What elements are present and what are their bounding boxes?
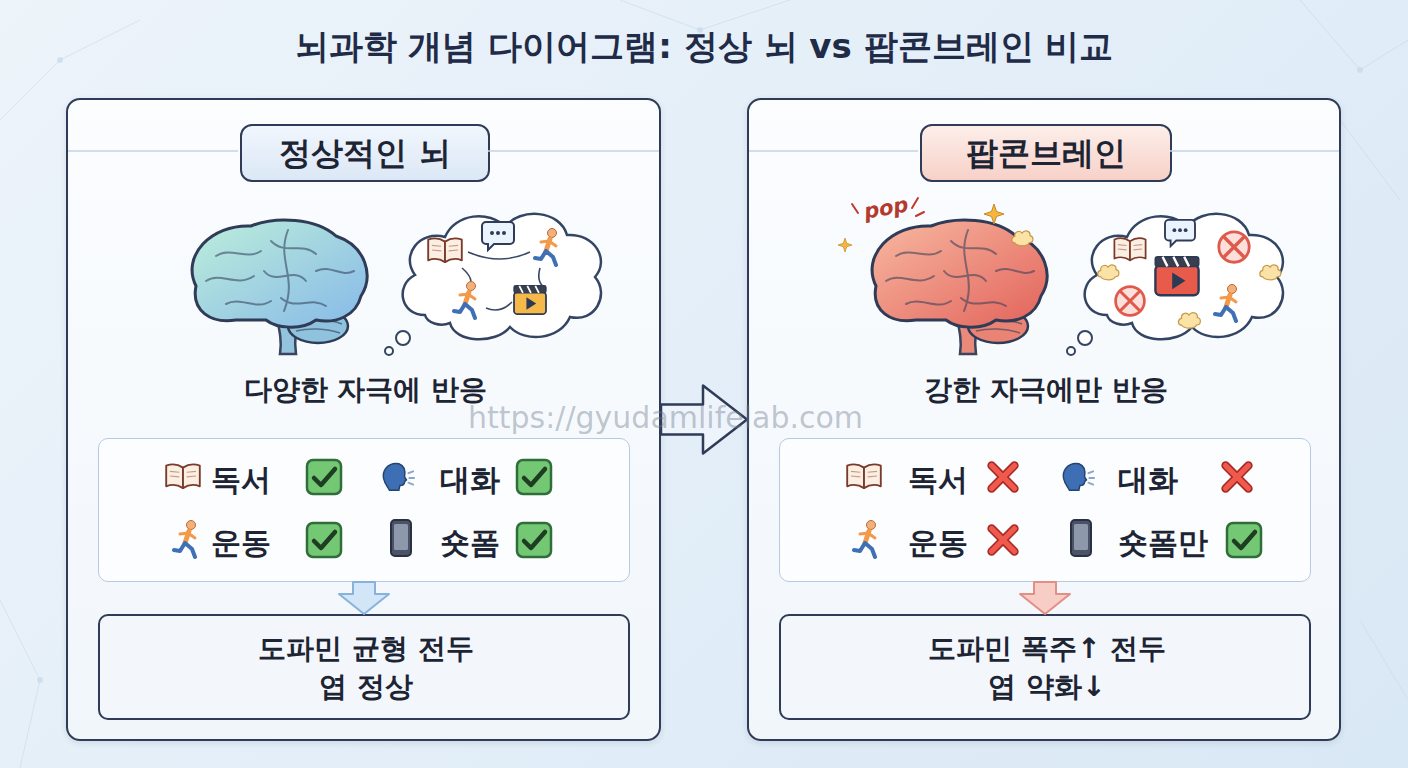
normal-checklist-icons bbox=[166, 460, 551, 557]
cross-icon bbox=[992, 466, 1015, 489]
runner-icon bbox=[1215, 285, 1237, 322]
activity-label: 운동 bbox=[908, 524, 968, 562]
blocked-icon bbox=[1219, 232, 1249, 262]
chat-icon bbox=[1165, 220, 1195, 246]
burst-line bbox=[916, 212, 924, 216]
thought-cloud bbox=[1067, 214, 1283, 355]
brain-panel: 정상적인 뇌다양한 자극에 반응독서 대화운동 숏폼도파민 균형 전두엽 정상 bbox=[66, 98, 661, 741]
network-line bbox=[1360, 620, 1408, 700]
network-line bbox=[1340, 120, 1400, 200]
activity-label: 대화 bbox=[1118, 461, 1178, 499]
result-box: 도파민 폭주↑ 전두엽 약화↓ bbox=[779, 614, 1311, 720]
diagram-title: 뇌과학 개념 다이어그램: 정상 뇌 vs 팝콘브레인 비교 bbox=[0, 24, 1408, 68]
link-curve bbox=[539, 268, 545, 288]
popcorn-brain-illustration bbox=[838, 198, 1283, 355]
burst-line bbox=[852, 204, 858, 213]
popcorn-checklist-icons bbox=[847, 463, 1261, 557]
flow-arrow bbox=[1020, 582, 1070, 614]
activity-label: 독서 bbox=[908, 461, 968, 499]
network-line bbox=[0, 600, 40, 768]
sparkle-icon bbox=[838, 238, 852, 252]
panel-heading: 정상적인 뇌 bbox=[240, 124, 490, 182]
popcorn-icon bbox=[1260, 265, 1281, 280]
cross-icon bbox=[992, 529, 1015, 552]
check-icon bbox=[517, 523, 551, 557]
book-icon bbox=[847, 465, 881, 489]
activity-label: 숏폼 bbox=[440, 524, 500, 562]
activity-label: 대화 bbox=[440, 461, 500, 499]
check-icon bbox=[517, 460, 551, 494]
activity-checklist: 독서 대화운동 숏폼만 bbox=[779, 438, 1311, 582]
check-icon bbox=[307, 523, 341, 557]
stimulus-links bbox=[462, 252, 545, 310]
panel-caption: 다양한 자극에 반응 bbox=[68, 372, 663, 407]
result-box: 도파민 균형 전두엽 정상 bbox=[98, 614, 630, 720]
cross-icon bbox=[1226, 466, 1249, 489]
check-icon bbox=[1227, 523, 1261, 557]
speaking-head-icon bbox=[383, 463, 414, 490]
burst-line bbox=[912, 198, 918, 208]
header-divider bbox=[68, 150, 1339, 152]
activity-label: 숏폼만 bbox=[1118, 524, 1208, 562]
video-icon bbox=[514, 286, 546, 314]
flow-arrow bbox=[339, 582, 389, 614]
link-curve bbox=[468, 252, 530, 259]
result-text: 도파민 폭주↑ 전두엽 약화↓ bbox=[927, 630, 1167, 706]
sparkle-icon bbox=[984, 204, 1004, 224]
activity-label: 독서 bbox=[211, 461, 271, 499]
network-dot bbox=[37, 677, 43, 683]
speaking-head-icon bbox=[1063, 463, 1094, 490]
network-line bbox=[620, 0, 790, 30]
book-icon bbox=[1114, 238, 1145, 260]
network-dot bbox=[697, 27, 703, 33]
divider-line bbox=[68, 150, 238, 152]
divider-line bbox=[488, 150, 659, 152]
network-dot bbox=[57, 57, 63, 63]
check-icon bbox=[307, 460, 341, 494]
runner-icon bbox=[454, 282, 476, 319]
network-dot bbox=[1357, 67, 1363, 73]
book-icon bbox=[428, 239, 462, 263]
thought-cloud bbox=[385, 214, 601, 355]
network-line bbox=[1300, 0, 1408, 70]
runner-icon bbox=[854, 521, 876, 558]
link-curve bbox=[462, 268, 471, 288]
video-icon bbox=[1155, 257, 1198, 295]
popcorn-brain bbox=[872, 220, 1047, 354]
chat-icon bbox=[482, 222, 514, 250]
phone-icon bbox=[1071, 520, 1091, 556]
transition-arrow bbox=[661, 386, 747, 454]
runner-icon bbox=[174, 521, 196, 558]
pop-burst bbox=[852, 198, 924, 216]
popcorn-icon bbox=[1098, 265, 1119, 280]
divider-line bbox=[1170, 150, 1339, 152]
blocked-icon bbox=[1116, 287, 1145, 316]
runner-icon bbox=[535, 229, 557, 266]
book-icon bbox=[166, 465, 200, 489]
link-curve bbox=[486, 302, 512, 310]
activity-label: 운동 bbox=[211, 524, 271, 562]
phone-icon bbox=[391, 520, 411, 556]
activity-checklist: 독서 대화운동 숏폼 bbox=[98, 438, 630, 582]
panel-caption: 강한 자극에만 반응 bbox=[749, 372, 1343, 407]
brain-panel: 팝콘브레인강한 자극에만 반응독서 대화운동 숏폼만도파민 폭주↑ 전두엽 약화↓ bbox=[747, 98, 1341, 741]
normal-brain-illustration bbox=[192, 214, 601, 355]
popcorn-icon bbox=[1012, 231, 1033, 246]
result-text: 도파민 균형 전두엽 정상 bbox=[246, 630, 486, 706]
normal-brain bbox=[192, 220, 367, 354]
divider-line bbox=[749, 150, 918, 152]
panel-heading: 팝콘브레인 bbox=[920, 124, 1172, 182]
popcorn-icon bbox=[1178, 313, 1200, 328]
